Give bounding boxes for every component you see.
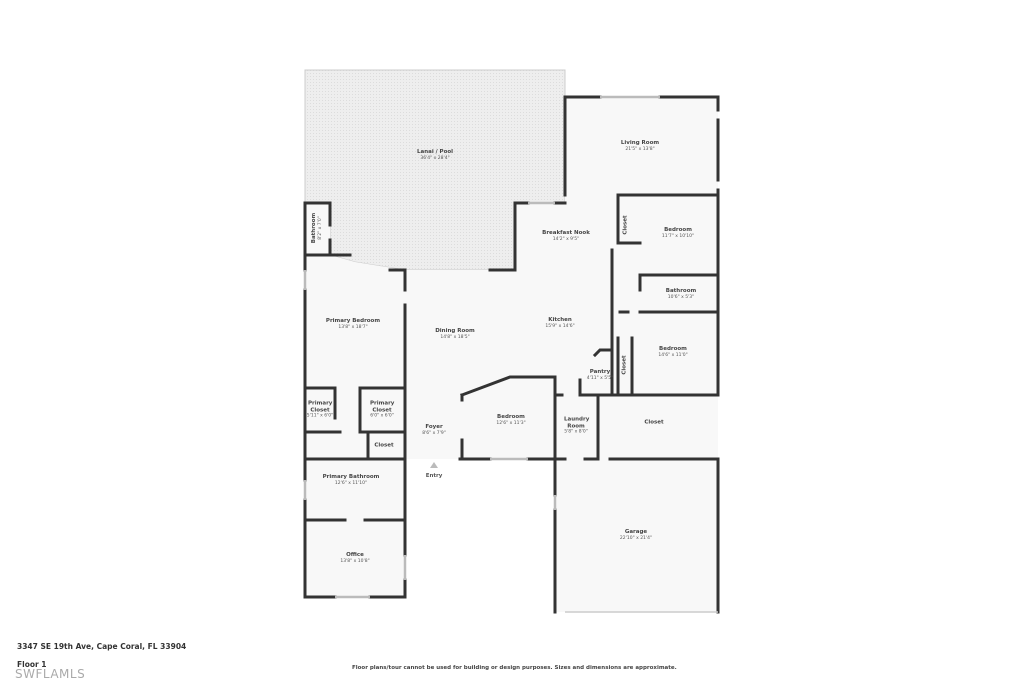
address: 3347 SE 19th Ave, Cape Coral, FL 33904 bbox=[17, 642, 187, 651]
entry-arrow-icon bbox=[430, 462, 438, 468]
room-closet-w: Closet bbox=[374, 442, 394, 449]
room-closet-large: Closet bbox=[644, 419, 664, 426]
walls bbox=[303, 95, 720, 614]
watermark-logo: SWFLAMLS bbox=[15, 667, 86, 681]
floor-label: Floor 1 bbox=[17, 660, 47, 669]
windows bbox=[303, 95, 718, 613]
entry-label: Entry bbox=[425, 473, 443, 479]
disclaimer: Floor plans/tour cannot be used for buil… bbox=[352, 665, 677, 671]
room-closet-e: Closet bbox=[621, 355, 628, 375]
room-closet-ne: Closet bbox=[622, 215, 629, 235]
garage-floor bbox=[555, 459, 718, 612]
house-floor bbox=[305, 97, 718, 597]
